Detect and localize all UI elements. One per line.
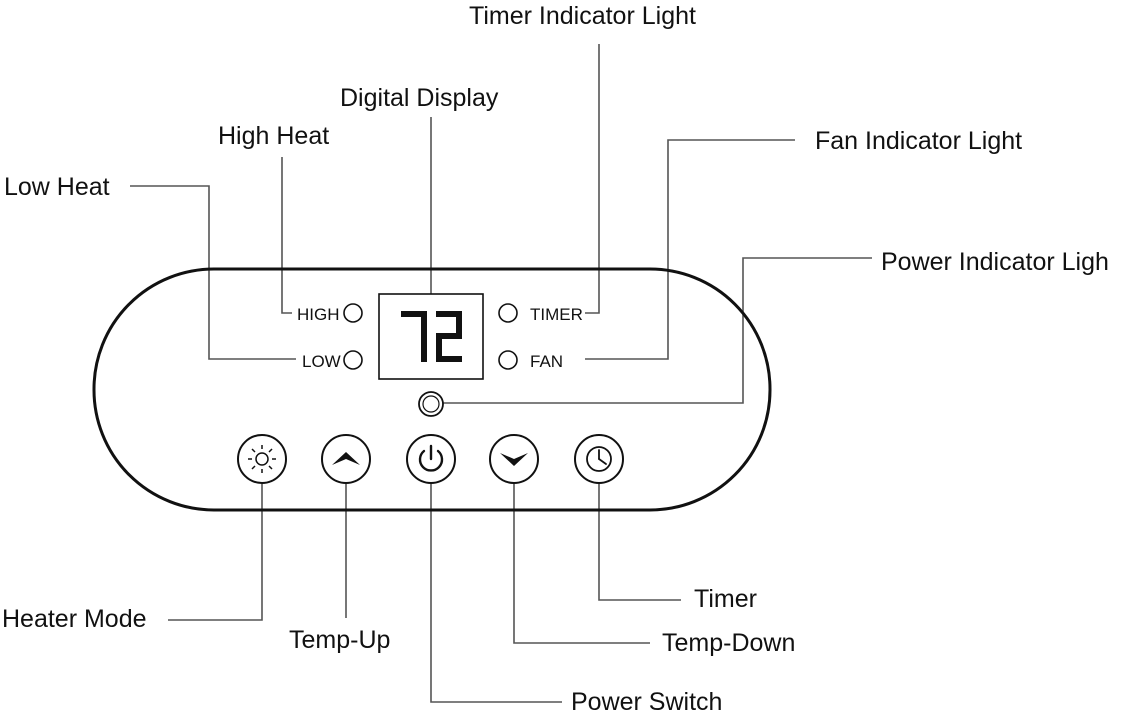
timer-label: TIMER [530,305,583,324]
label-low-heat: Low Heat [4,173,110,201]
leader-timer [598,484,681,601]
label-temp-down: Temp-Down [662,629,795,657]
high-label: HIGH [297,305,340,324]
power-indicator-outer [418,391,444,417]
low-label: LOW [302,352,341,371]
display-digits [401,311,462,362]
label-timer-indicator-light: Timer Indicator Light [469,2,696,30]
digit-2-seg-d [436,356,462,362]
power-icon [418,444,444,472]
label-temp-up: Temp-Up [289,626,390,654]
label-fan-indicator-light: Fan Indicator Light [815,127,1022,155]
callout-labels: Timer Indicator Light Digital Display Hi… [2,2,1109,716]
leader-high-heat [281,157,292,314]
leader-power-switch [430,484,562,703]
digit-1-seg-b [421,311,427,336]
timer-button[interactable] [574,434,624,484]
display-frame [378,293,484,380]
leader-lines [130,44,872,703]
indicator-group: HIGH LOW TIMER FAN [297,303,583,371]
heater-mode-button[interactable] [237,434,287,484]
power-indicator-inner [422,395,440,413]
panel-outline [92,267,772,512]
high-heat-indicator [343,303,363,323]
digit-2-seg-e [436,333,442,362]
sun-icon [248,445,276,473]
leader-fan-indicator [585,139,795,360]
digit-1-seg-c [421,336,427,362]
leader-timer-indicator [585,44,600,314]
chevron-up-icon [332,452,360,465]
clock-icon [586,446,612,472]
chevron-down-icon [500,453,528,466]
label-power-indicator-light: Power Indicator Ligh [881,248,1109,276]
low-heat-indicator [343,350,363,370]
temp-up-button[interactable] [321,434,371,484]
fan-indicator [498,350,518,370]
temp-down-button[interactable] [489,434,539,484]
leader-power-indicator [443,257,872,404]
digit-1-seg-a [401,311,427,317]
digit-2-seg-g [436,333,462,339]
label-timer: Timer [694,585,757,613]
power-indicator [418,391,444,417]
leader-temp-down [513,484,650,644]
fan-label: FAN [530,352,563,371]
label-power-switch: Power Switch [571,688,722,716]
label-digital-display: Digital Display [340,84,499,112]
digital-display: 72 [378,293,484,380]
digit-2-seg-b [456,311,462,336]
timer-indicator [498,303,518,323]
leader-low-heat [130,185,296,360]
digit-2-seg-a [436,311,462,317]
leader-heater-mode [168,484,263,621]
label-heater-mode: Heater Mode [2,605,147,633]
power-button[interactable] [406,434,456,484]
label-high-heat: High Heat [218,122,329,150]
